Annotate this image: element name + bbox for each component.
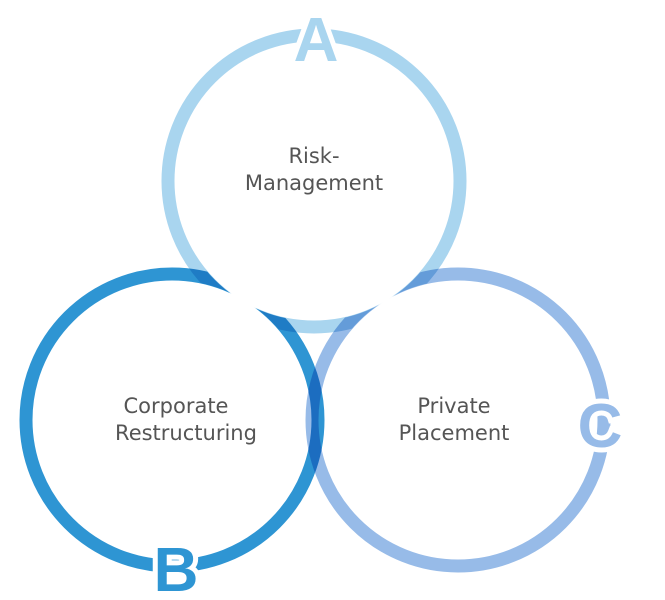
letter-a: A <box>294 6 339 75</box>
circle-b-label-line2: Restructuring <box>115 421 257 445</box>
circle-c-label-line2: Placement <box>399 421 510 445</box>
circle-a-label-line2: Management <box>245 171 383 195</box>
letter-b: B <box>154 536 199 600</box>
circle-a-ring <box>161 28 467 334</box>
letter-c: C <box>578 392 623 461</box>
circle-c-label-line1: Private <box>417 394 490 418</box>
circle-b-ring <box>19 267 325 573</box>
circle-a-label-line1: Risk- <box>288 144 339 168</box>
circle-c-ring <box>305 267 611 573</box>
circle-b-label-line1: Corporate <box>124 394 229 418</box>
